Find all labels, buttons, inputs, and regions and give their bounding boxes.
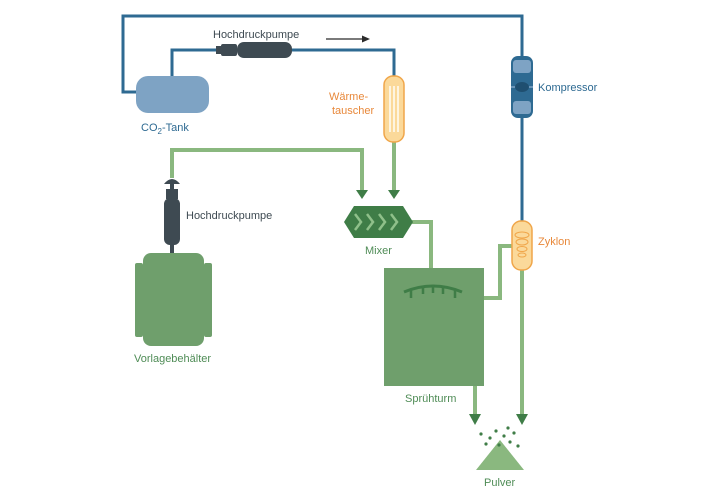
pump-top-label: Hochdruckpumpe bbox=[213, 29, 299, 41]
cyclone bbox=[511, 220, 533, 271]
heat-exchanger-label-1: Wärme- bbox=[329, 91, 368, 103]
storage-tank-label: Vorlagebehälter bbox=[134, 353, 211, 365]
co2-loop-pipe bbox=[121, 14, 524, 223]
mixer bbox=[344, 206, 413, 238]
pump-left-label: Hochdruckpumpe bbox=[186, 210, 272, 222]
high-pressure-pump-left bbox=[164, 179, 180, 245]
arrow-heads bbox=[356, 190, 528, 425]
cyclone-label: Zyklon bbox=[538, 236, 570, 248]
flow-direction-arrow bbox=[326, 35, 370, 43]
high-pressure-pump-top bbox=[216, 42, 292, 58]
compressor bbox=[511, 56, 533, 118]
powder-label: Pulver bbox=[484, 477, 516, 489]
storage-tank bbox=[135, 245, 212, 346]
heat-exchanger bbox=[383, 75, 405, 143]
compressor-label: Kompressor bbox=[538, 82, 598, 94]
heat-exchanger-label-2: tauscher bbox=[332, 105, 375, 117]
co2-tank bbox=[136, 76, 209, 113]
spray-tower-label: Sprühturm bbox=[405, 393, 456, 405]
co2-tank-label: CO2-Tank bbox=[141, 122, 189, 136]
mixer-label: Mixer bbox=[365, 245, 392, 257]
product-pipes bbox=[170, 140, 524, 414]
spray-tower bbox=[384, 268, 484, 386]
powder-pile bbox=[476, 426, 524, 470]
